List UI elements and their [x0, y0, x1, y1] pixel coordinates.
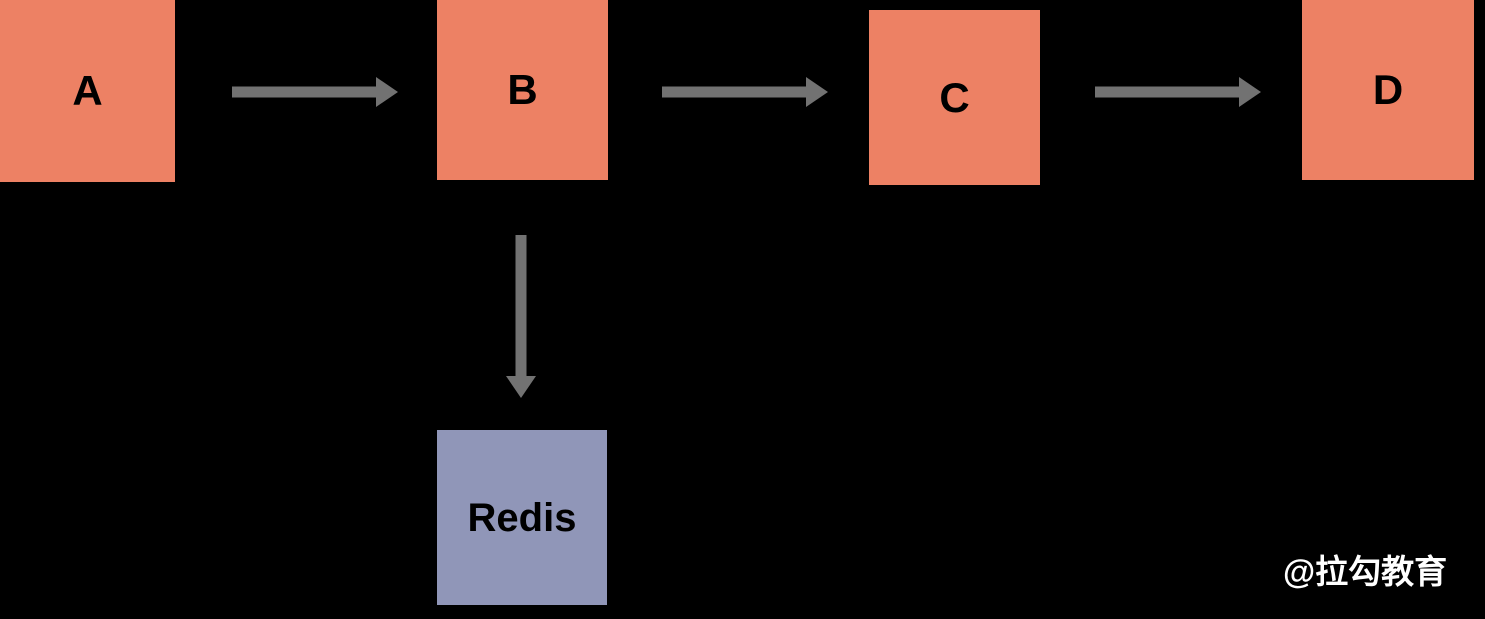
- edge-a-to-b-arrow-icon: [232, 77, 398, 107]
- node-redis-label: Redis: [467, 495, 577, 540]
- edge-b-to-redis-arrow-icon: [506, 235, 536, 398]
- edge-b-to-c-arrow-icon: [662, 77, 828, 107]
- edge-c-to-d-arrow-icon: [1095, 77, 1261, 107]
- node-b[interactable]: B: [437, 0, 608, 180]
- watermark: @拉勾教育: [1283, 553, 1448, 590]
- node-d[interactable]: D: [1302, 0, 1474, 180]
- node-c-label: C: [939, 73, 970, 121]
- node-b-label: B: [507, 66, 538, 113]
- node-a-label: A: [72, 67, 103, 114]
- node-d-label: D: [1372, 66, 1404, 113]
- node-redis[interactable]: Redis: [437, 430, 607, 605]
- node-c[interactable]: C: [869, 10, 1040, 185]
- node-a[interactable]: A: [0, 0, 175, 182]
